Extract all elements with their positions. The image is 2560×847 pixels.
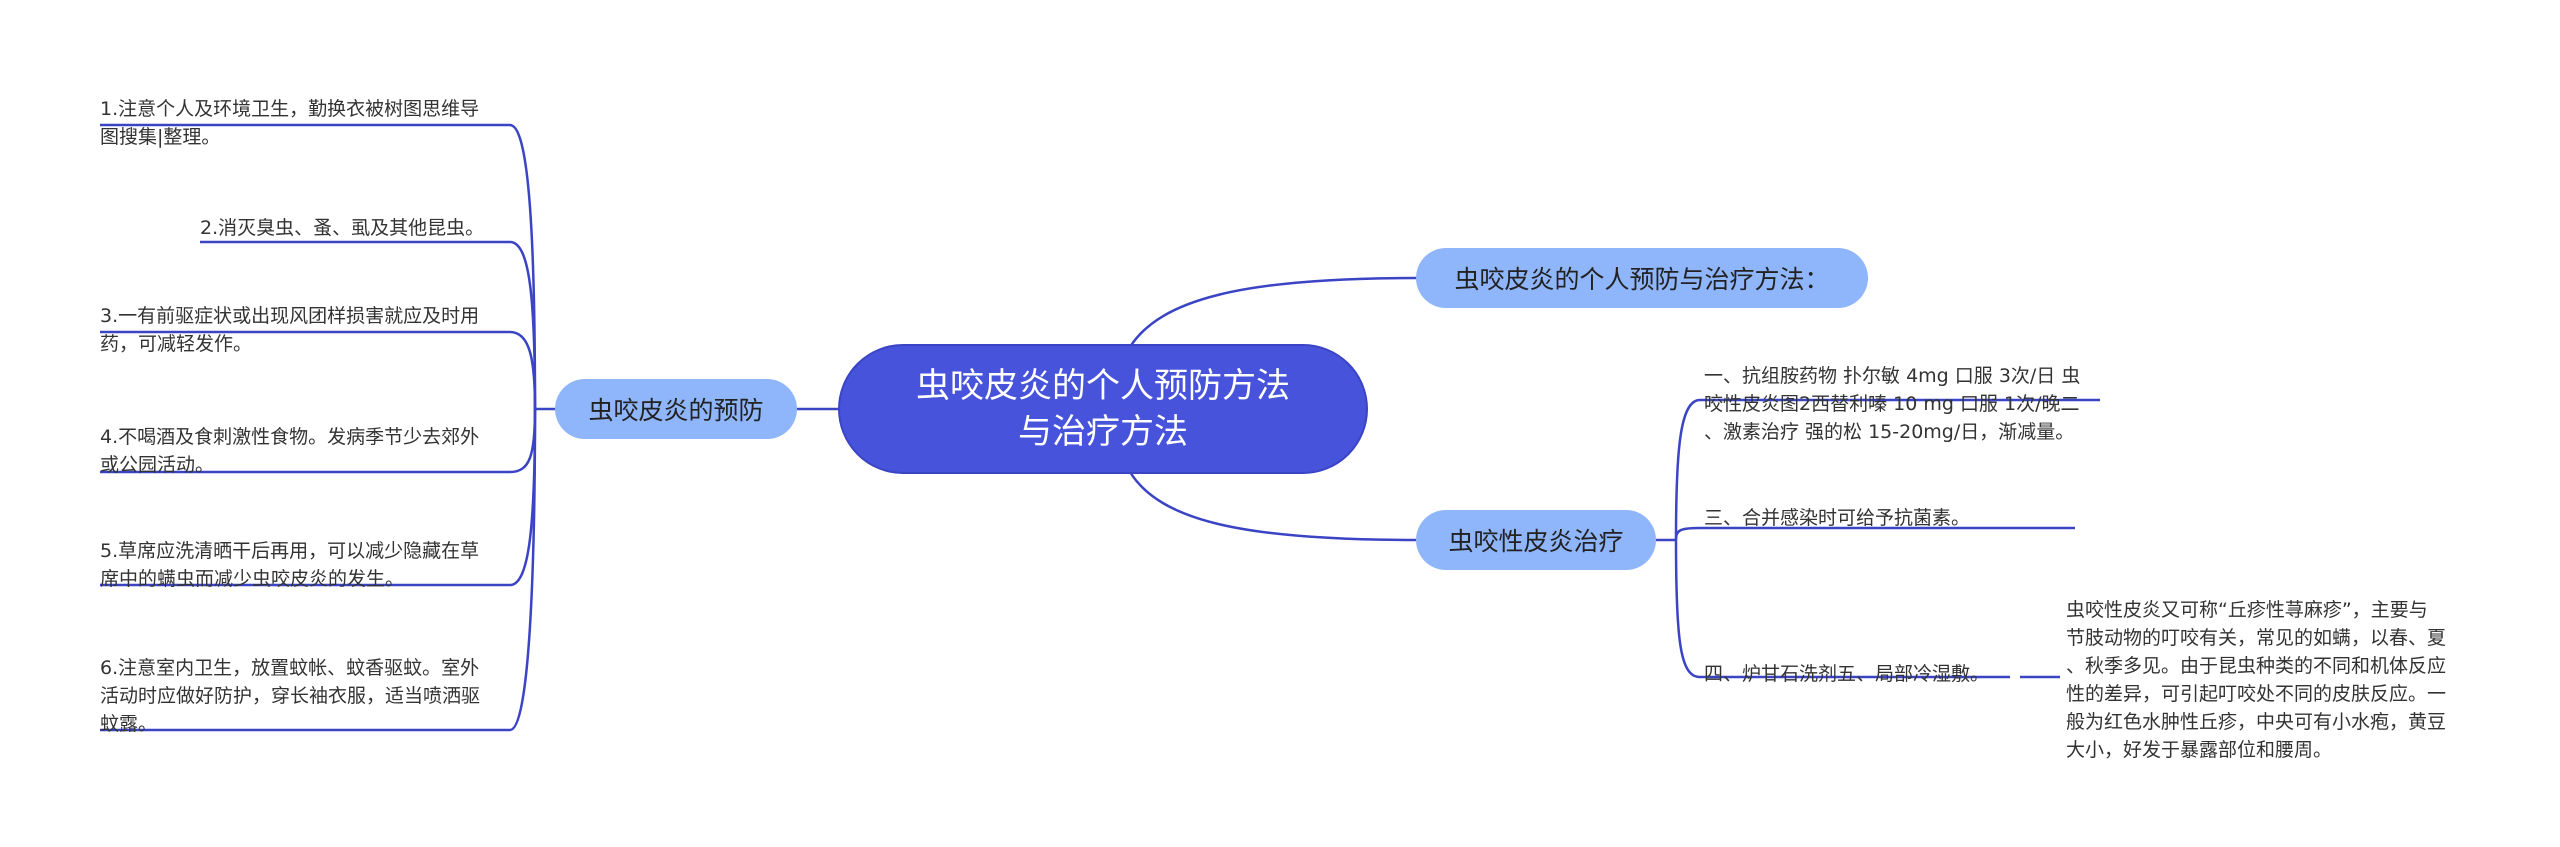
link-root-treatment [1128, 471, 1417, 542]
detail-line-2: 节肢动物的叮咬有关，常见的如螨，以春、夏 [2066, 627, 2447, 649]
prevention-item-2[interactable]: 2.消灭臭虫、蚤、虱及其他昆虫。 [200, 214, 510, 242]
branch-prevention[interactable]: 虫咬皮炎的预防 [555, 379, 797, 439]
link-treatment-item-1 [1674, 398, 2100, 541]
link-prevention-item-1 [100, 123, 537, 410]
detail-note[interactable]: 虫咬性皮炎又可称“丘疹性荨麻疹”，主要与 节肢动物的叮咬有关，常见的如螨，以春、… [2066, 596, 2496, 764]
detail-line-4: 性的差异，可引起叮咬处不同的皮肤反应。一 [2066, 683, 2447, 705]
prevention-item-4[interactable]: 4.不喝酒及食刺激性食物。发病季节少去郊外 或公园活动。 [100, 423, 520, 479]
link-prevention-item-2 [200, 240, 537, 410]
detail-line-5: 般为红色水肿性丘疹，中央可有小水疱，黄豆 [2066, 711, 2447, 733]
treatment-item-3[interactable]: 四、炉甘石洗剂五、局部冷湿敷。 [1704, 660, 2024, 688]
treatment-item-1-line-2: 咬性皮炎图2西替利嗪 10 mg 口服 1次/晚二 [1704, 393, 2080, 415]
prevention-item-5-line-1: 5.草席应洗清晒干后再用，可以减少隐藏在草 [100, 540, 480, 562]
branch-personal[interactable]: 虫咬皮炎的个人预防与治疗方法： [1416, 248, 1868, 308]
prevention-item-5-line-2: 席中的螨虫而减少虫咬皮炎的发生。 [100, 568, 405, 590]
link-prevention-item-3 [100, 330, 537, 410]
root-title-line-1: 虫咬皮炎的个人预防方法 [916, 366, 1290, 406]
detail-line-3: 、秋季多见。由于昆虫种类的不同和机体反应 [2066, 655, 2447, 677]
prevention-item-4-line-2: 或公园活动。 [100, 454, 215, 476]
prevention-item-3-line-1: 3.一有前驱症状或出现风团样损害就应及时用 [100, 305, 480, 327]
prevention-item-3[interactable]: 3.一有前驱症状或出现风团样损害就应及时用 药，可减轻发作。 [100, 302, 520, 358]
prevention-item-1-line-1: 1.注意个人及环境卫生，勤换衣被树图思维导 [100, 98, 480, 120]
detail-line-6: 大小，好发于暴露部位和腰周。 [2066, 739, 2333, 761]
treatment-item-1-line-1: 一、抗组胺药物 扑尔敏 4mg 口服 3次/日 虫 [1704, 365, 2081, 387]
prevention-item-6[interactable]: 6.注意室内卫生，放置蚊帐、蚊香驱蚊。室外 活动时应做好防护，穿长袖衣服，适当喷… [100, 654, 520, 738]
treatment-item-1-line-3: 、激素治疗 强的松 15-20mg/日，渐减量。 [1704, 421, 2075, 443]
root-node[interactable]: 虫咬皮炎的个人预防方法 与治疗方法 [838, 344, 1368, 474]
treatment-item-1[interactable]: 一、抗组胺药物 扑尔敏 4mg 口服 3次/日 虫 咬性皮炎图2西替利嗪 10 … [1704, 362, 2124, 446]
root-title-line-2: 与治疗方法 [1018, 412, 1188, 452]
link-prevention-item-6 [100, 408, 537, 732]
treatment-item-2-line-1: 三、合并感染时可给予抗菌素。 [1704, 507, 1971, 529]
treatment-item-2[interactable]: 三、合并感染时可给予抗菌素。 [1704, 504, 2084, 532]
prevention-item-5[interactable]: 5.草席应洗清晒干后再用，可以减少隐藏在草 席中的螨虫而减少虫咬皮炎的发生。 [100, 537, 520, 593]
prevention-item-6-line-3: 蚊露。 [100, 713, 158, 735]
link-treatment-item-2 [1674, 526, 2075, 541]
prevention-item-6-line-1: 6.注意室内卫生，放置蚊帐、蚊香驱蚊。室外 [100, 657, 480, 679]
prevention-item-3-line-2: 药，可减轻发作。 [100, 333, 253, 355]
branch-treatment[interactable]: 虫咬性皮炎治疗 [1416, 510, 1656, 570]
link-root-personal [1128, 276, 1417, 348]
prevention-item-1[interactable]: 1.注意个人及环境卫生，勤换衣被树图思维导 图搜集|整理。 [100, 95, 520, 151]
link-treatment-item-3 [1674, 539, 2010, 679]
prevention-item-4-line-1: 4.不喝酒及食刺激性食物。发病季节少去郊外 [100, 426, 480, 448]
prevention-item-6-line-2: 活动时应做好防护，穿长袖衣服，适当喷洒驱 [100, 685, 481, 707]
prevention-item-1-line-2: 图搜集|整理。 [100, 126, 221, 148]
prevention-item-2-line-1: 2.消灭臭虫、蚤、虱及其他昆虫。 [200, 217, 485, 239]
treatment-item-3-line-1: 四、炉甘石洗剂五、局部冷湿敷。 [1704, 663, 1990, 685]
detail-line-1: 虫咬性皮炎又可称“丘疹性荨麻疹”，主要与 [2066, 599, 2428, 621]
